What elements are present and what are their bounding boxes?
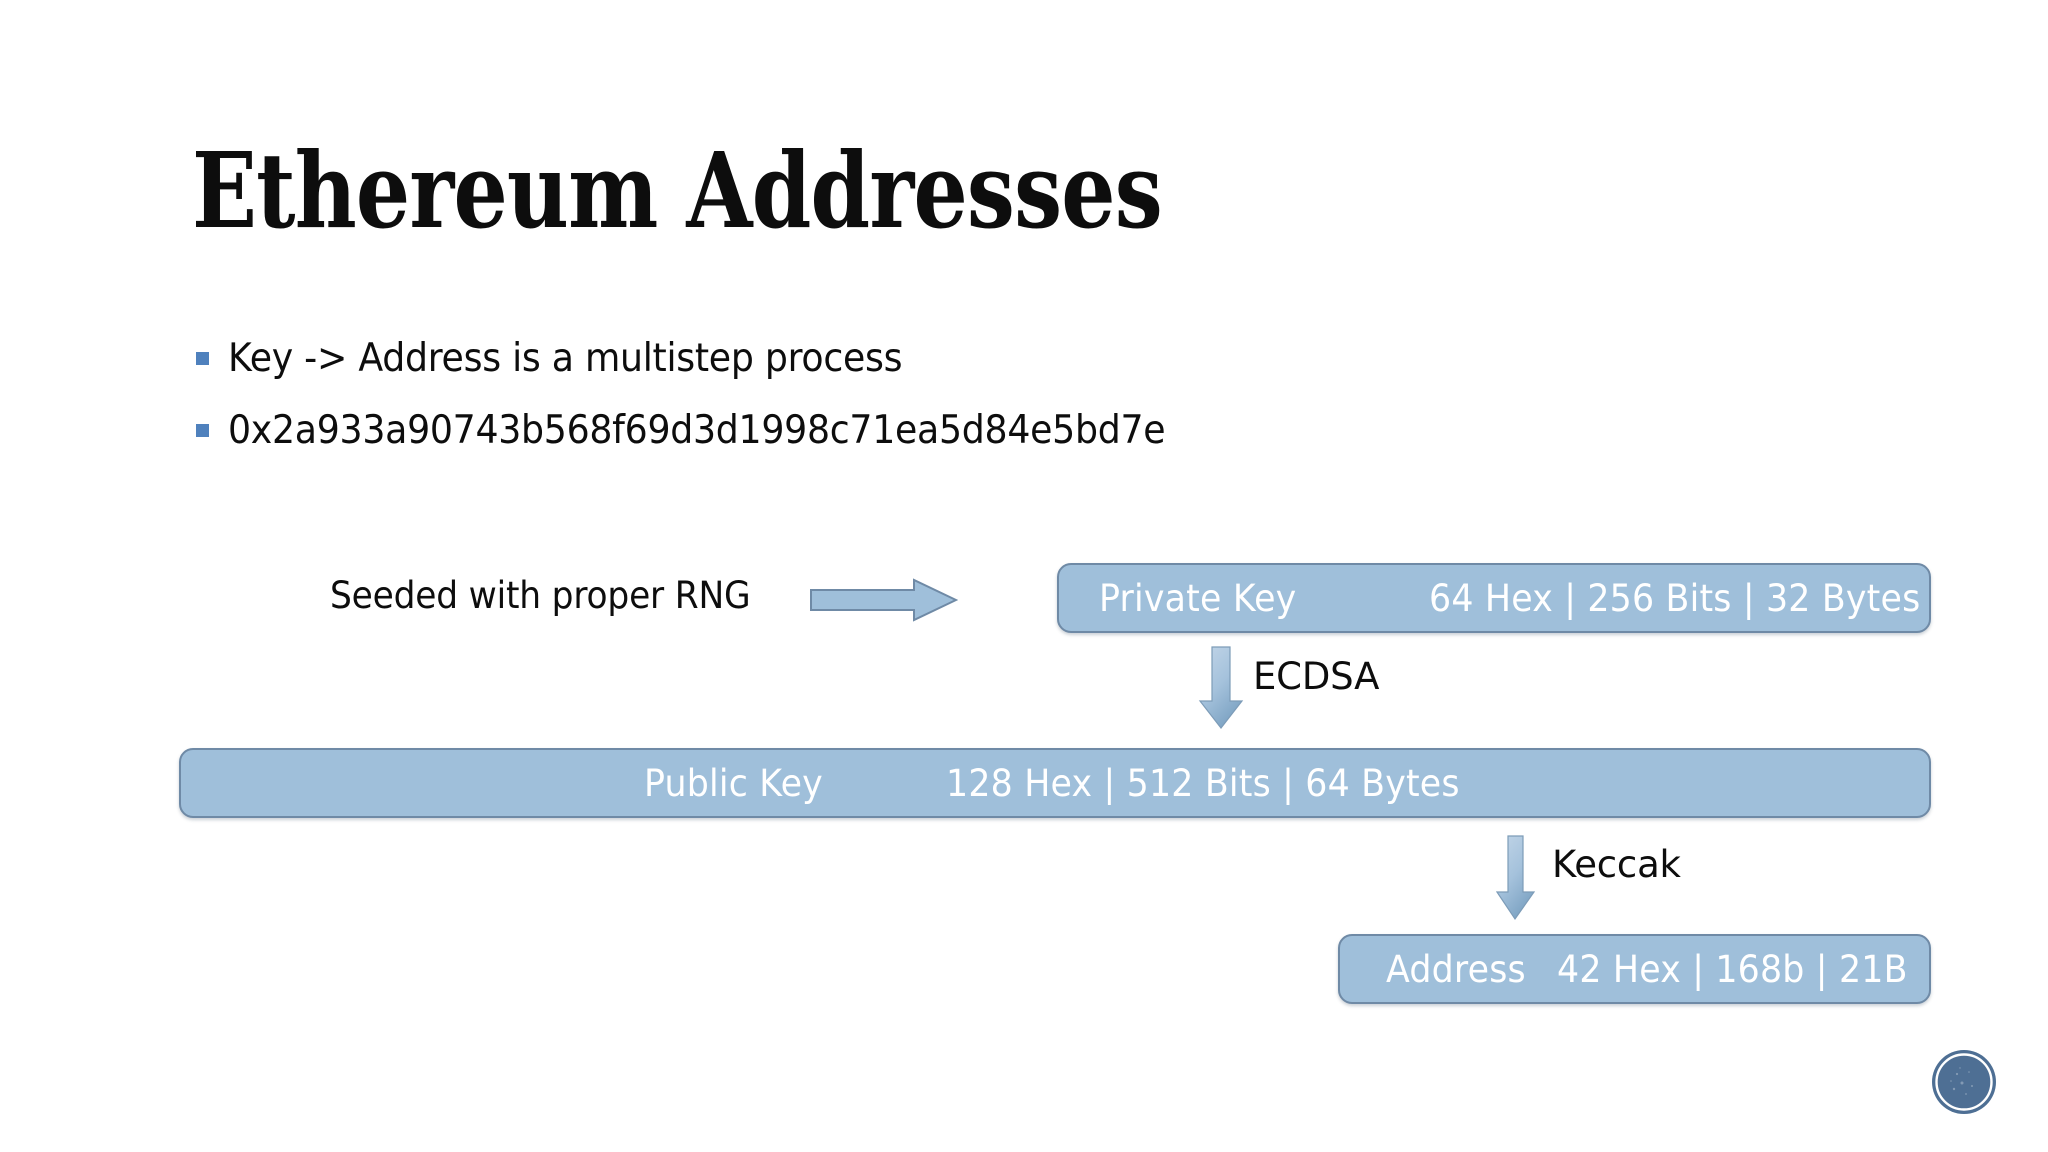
bullet-text-address: 0x2a933a90743b568f69d3d1998c71ea5d84e5bd… xyxy=(228,407,1166,453)
public-key-box: Public Key 128 Hex | 512 Bits | 64 Bytes xyxy=(179,748,1931,818)
ecdsa-caption: ECDSA xyxy=(1253,655,1380,698)
address-label: Address xyxy=(1386,947,1526,991)
address-spec: 42 Hex | 168b | 21B xyxy=(1556,947,1908,991)
private-key-spec: 64 Hex | 256 Bits | 32 Bytes xyxy=(1429,576,1921,620)
rng-caption: Seeded with proper RNG xyxy=(330,574,751,617)
arrow-right-icon xyxy=(810,578,958,622)
circular-seal-logo-icon xyxy=(1932,1050,1996,1114)
public-key-spec: 128 Hex | 512 Bits | 64 Bytes xyxy=(946,761,1461,805)
address-box: Address 42 Hex | 168b | 21B xyxy=(1338,934,1931,1004)
keccak-caption: Keccak xyxy=(1552,843,1681,886)
bullet-square-icon xyxy=(196,423,209,437)
arrow-down-icon-ecdsa xyxy=(1198,646,1244,729)
arrow-down-icon-keccak xyxy=(1496,835,1536,921)
private-key-box: Private Key 64 Hex | 256 Bits | 32 Bytes xyxy=(1057,563,1931,633)
list-item: 0x2a933a90743b568f69d3d1998c71ea5d84e5bd… xyxy=(196,394,1696,466)
public-key-label: Public Key xyxy=(644,761,823,805)
bullet-list: Key -> Address is a multistep process 0x… xyxy=(196,322,1696,466)
bullet-text: Key -> Address is a multistep process xyxy=(228,335,903,381)
list-item: Key -> Address is a multistep process xyxy=(196,322,1696,394)
private-key-label: Private Key xyxy=(1099,576,1297,620)
page-title: Ethereum Addresses xyxy=(192,129,1163,252)
bullet-square-icon xyxy=(196,351,209,365)
